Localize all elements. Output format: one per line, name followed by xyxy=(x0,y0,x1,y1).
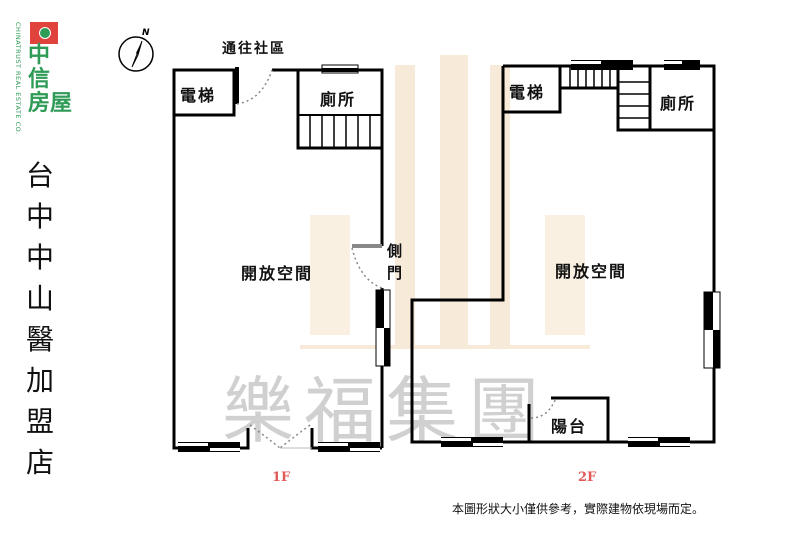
room-balcony-2f: 陽台 xyxy=(551,417,588,436)
company-logo: CHINATRUST REAL ESTATE CO. 中 信 房屋 xyxy=(8,20,82,135)
logo-english-text: CHINATRUST REAL ESTATE CO. xyxy=(14,22,22,135)
compass-north-icon: N xyxy=(116,26,156,72)
logo-chinese-text: 中 信 房屋 xyxy=(28,43,73,116)
room-open-space-1f: 開放空間 xyxy=(241,264,314,283)
side-door-label: 側 門 xyxy=(387,242,405,282)
floor-label-1f: 1F xyxy=(272,470,291,485)
room-elevator-1f: 電梯 xyxy=(180,86,217,105)
room-elevator-2f: 電梯 xyxy=(509,83,546,102)
community-access-label: 通往社區 xyxy=(222,41,286,57)
floor-label-2f: 2F xyxy=(578,470,597,485)
disclaimer-note: 本圖形狀大小僅供參考，實際建物依現場而定。 xyxy=(452,502,705,516)
svg-text:N: N xyxy=(142,28,150,38)
watermark-logo-graphic xyxy=(300,55,590,349)
room-open-space-2f: 開放空間 xyxy=(555,262,628,281)
branch-name: 台 中 中 山 醫 加 盟 店 xyxy=(25,159,54,479)
logo-emblem-icon xyxy=(30,22,58,44)
room-toilet-2f: 廁所 xyxy=(660,94,697,113)
room-toilet-1f: 廁所 xyxy=(320,90,357,109)
